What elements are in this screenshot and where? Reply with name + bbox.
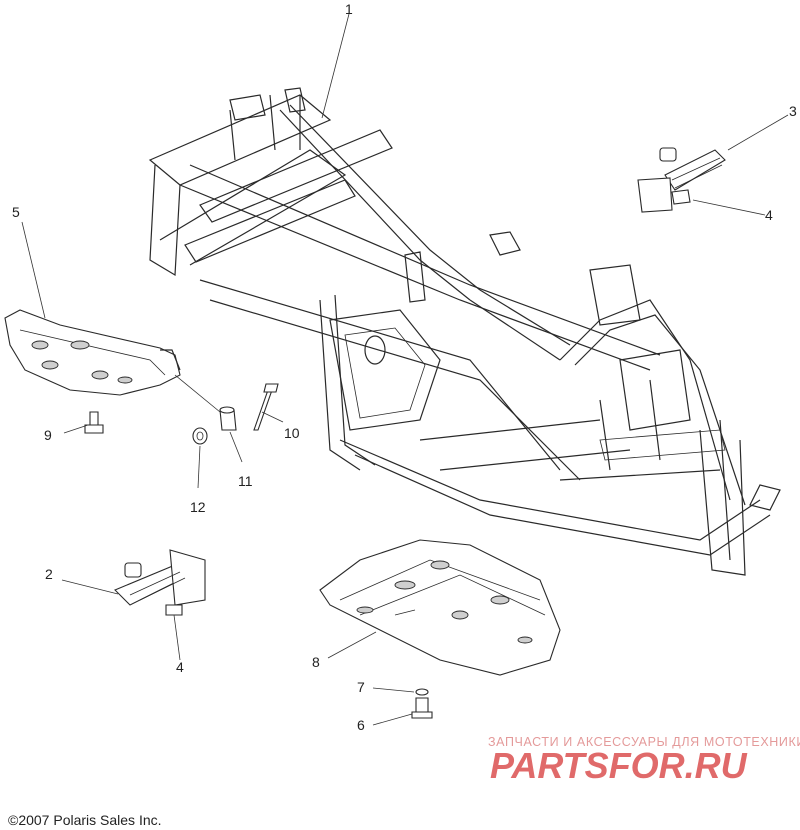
watermark-tagline: ЗАПЧАСТИ И АКСЕССУАРЫ ДЛЯ МОТОТЕХНИКИ [488,735,800,749]
callout-12: 12 [190,499,206,515]
bolt-9 [84,411,104,434]
callout-10: 10 [284,425,300,441]
callout-5: 5 [12,204,20,220]
callout-3: 3 [789,103,797,119]
callout-4-right: 4 [765,207,773,223]
callout-9: 9 [44,427,52,443]
washer-7 [415,688,429,696]
bolt-6 [411,697,433,719]
bolt-10 [253,383,279,431]
spacer-11 [219,406,237,431]
callout-2: 2 [45,566,53,582]
callout-8: 8 [312,654,320,670]
leader-lines [21,13,789,726]
main-frame [148,87,781,576]
callout-11: 11 [238,473,253,489]
callout-4-left: 4 [176,659,184,675]
left-footrest-bracket [114,549,206,616]
right-footrest-bracket [637,147,726,213]
callout-7: 7 [357,679,365,695]
callout-1: 1 [345,1,353,17]
left-skid-plate [4,309,181,396]
watermark-logo-text: PARTSFOR.RU [490,745,748,786]
front-skid-plate [319,539,561,676]
callout-6: 6 [357,717,365,733]
watermark-logo: PARTSFOR.RU [490,745,748,786]
copyright-notice: ©2007 Polaris Sales Inc. [8,812,162,828]
nut-12 [192,427,208,445]
